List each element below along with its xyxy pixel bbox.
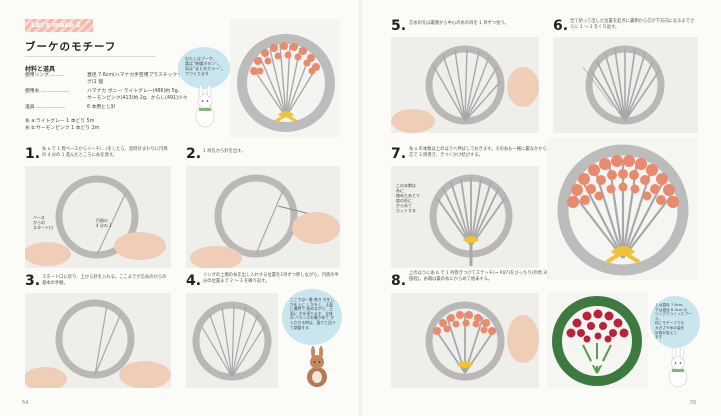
rabbit-figure bbox=[195, 86, 215, 128]
step-text: 上のほうに糸 b で 1 列巻きつけてステッチ(→ P.87)をびっちり(外周 … bbox=[409, 271, 549, 282]
page-number: 54 bbox=[22, 400, 29, 406]
step-text: リングの上側の糸を出し入れする位置を1目ずつ移しながら、円周の半分の位置まで 2… bbox=[203, 273, 339, 284]
step-number: 8. bbox=[391, 273, 407, 289]
title-divider bbox=[25, 56, 155, 57]
step-text: スタート口に戻り、上から針を入れる。ここまでが芯糸のからの基本の手順。 bbox=[42, 275, 167, 286]
section-tag: Let's make 2 bbox=[25, 19, 93, 32]
step-number: 3. bbox=[25, 273, 41, 289]
step-text: 糸 a で 1 周ベースからリーチ(…)をしたら、反時計まわりに円周の 4 分の… bbox=[42, 147, 168, 158]
page-gutter bbox=[359, 0, 362, 416]
step-8-photo bbox=[391, 293, 539, 388]
step-1-annotation-quarter: 円周の 4 分の 1 bbox=[96, 218, 112, 228]
step-number: 6. bbox=[553, 18, 569, 34]
variant-bouquet-photo bbox=[547, 293, 648, 388]
materials-heading: 材料と道具 bbox=[25, 66, 56, 73]
step-number: 4. bbox=[186, 273, 202, 289]
step-text: 芯糸の先は裏側から中心の糸の目を 1 目ずつ拾う。 bbox=[409, 21, 509, 26]
step-5-photo bbox=[391, 37, 539, 133]
page-title: ブーケのモチーフ bbox=[25, 41, 117, 53]
step-number: 7. bbox=[391, 146, 407, 162]
material-line: サーモンピンク(413)約 2g、からし(491)少々 bbox=[87, 96, 188, 101]
step-number: 1. bbox=[25, 146, 41, 162]
speech-bubble: わたしはブーケ。 実は“刺繍ボタン”。 気は“まとめカラー”。 でつくります bbox=[178, 47, 230, 89]
step-2-photo bbox=[186, 166, 340, 268]
step-4-photo bbox=[186, 293, 278, 388]
step-text: 糸 a の本数は上のほうへ伸ばしておきます。その糸も一緒に裏なかから芯で 3 周… bbox=[409, 147, 547, 158]
page-number: 55 bbox=[690, 400, 697, 406]
note-line: 糸 b:サーモンピンク 1 本どり 2m bbox=[25, 126, 100, 131]
step-number: 2. bbox=[186, 146, 202, 162]
step-6-photo bbox=[553, 37, 698, 133]
white-rabbit-figure bbox=[668, 348, 688, 388]
finished-bouquet-photo bbox=[230, 19, 340, 137]
material-line: 使用リング………直径 7.6cm(ハマナカ手芸用プラスチックリン bbox=[25, 73, 187, 78]
material-line: 使用糸 ………………ハマナカ ボニー ライトグレー(486)約 5g、 bbox=[25, 89, 183, 94]
variant-bubble: 上は直径 7.6cm、 下は直径 8.4cm の リングでつくったブーケ。 枝に… bbox=[650, 296, 700, 348]
tip-bubble: ここでは一番 巻き 方をしかを上に しかをく、正面に最終で 始めながら、正面に … bbox=[282, 289, 342, 345]
step-1-photo bbox=[25, 166, 171, 268]
material-line: 道具 ………………6 本用とじ針 bbox=[25, 105, 116, 110]
step-7-annotation: この本数は 糸に 絡めたあとで 扇の形に からめて カットする bbox=[396, 183, 420, 213]
material-line: グ)1 個 bbox=[87, 80, 104, 85]
step-1-annotation-start: ベース からの スタート口 bbox=[33, 215, 53, 230]
step-7-photo bbox=[391, 166, 539, 268]
step-3-photo bbox=[25, 293, 171, 388]
step-text: 1 目先から針を出す。 bbox=[203, 149, 246, 154]
step-text: 全て拾って出した位置を起点に裏側から芯が下方向になるまでさらに 1 〜 3 をく… bbox=[570, 19, 695, 30]
finished-large-bouquet-photo bbox=[547, 138, 698, 280]
note-line: 糸 a:ライトグレー 1 本どり 5m bbox=[25, 119, 95, 124]
brown-rabbit-figure bbox=[307, 346, 327, 387]
step-number: 5. bbox=[391, 18, 407, 34]
